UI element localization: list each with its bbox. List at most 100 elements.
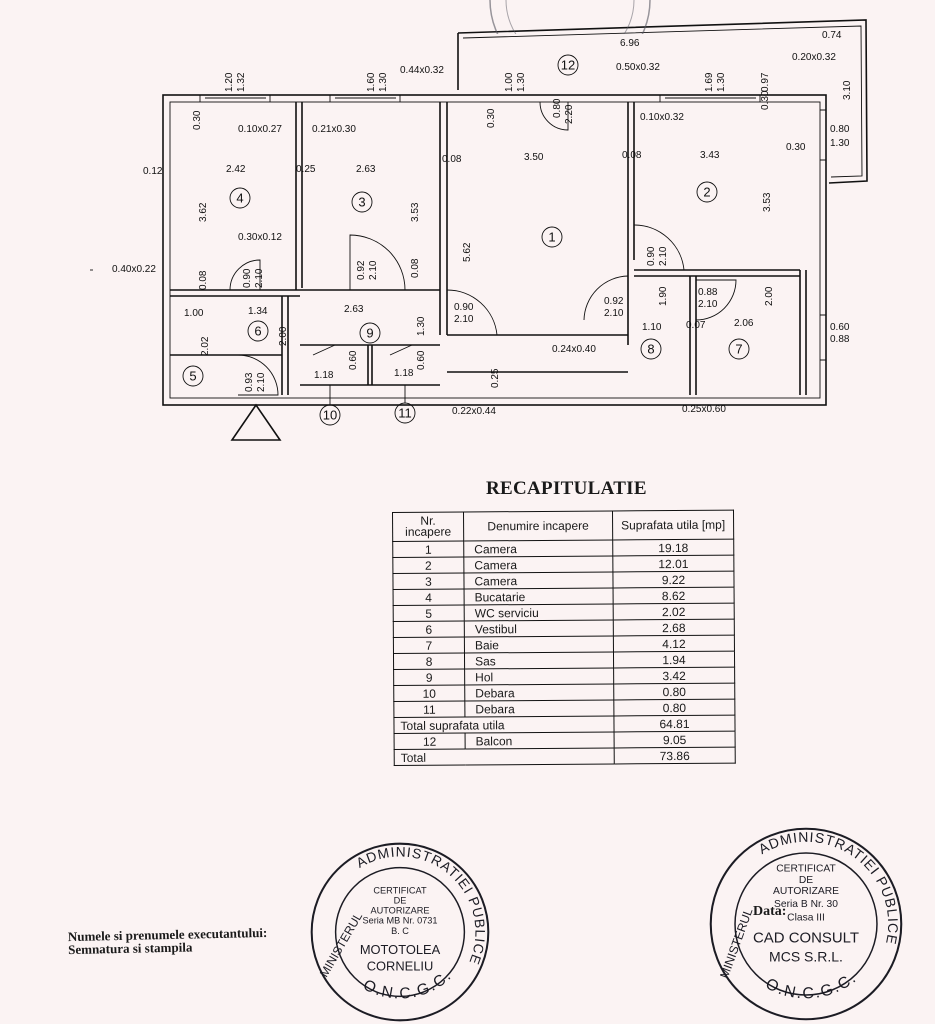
cell-name: Hol <box>464 667 614 685</box>
stamp-line: B. C <box>391 926 409 936</box>
header-room-number: Nr. incapere <box>392 512 464 542</box>
dim-label: 0.60 <box>830 322 850 333</box>
stamp-line: CAD CONSULT <box>753 930 859 947</box>
stamp-ring-text: O.N.C.G.C. <box>763 969 859 1002</box>
cell-area: 1.94 <box>613 651 735 668</box>
dim-label: 0.90 <box>646 246 657 266</box>
dim-label: 3.53 <box>410 202 421 222</box>
stamp-line: MCS S.R.L. <box>769 948 843 964</box>
stamp-line: CORNELIU <box>367 959 434 974</box>
dim-label: 1.32 <box>236 72 247 92</box>
stamp-line: MOTOTOLEA <box>360 942 441 957</box>
recap-table: Nr. incapere Denumire incapere Suprafata… <box>392 510 736 766</box>
signature-stamp-label: Semnatura si stampila <box>68 939 193 958</box>
dim-label: 0.97 <box>760 72 771 92</box>
right-authorization-stamp: ADMINISTRATIEI PUBLICE MINISTERUL O.N.C.… <box>709 827 903 1021</box>
dim-label: 1.18 <box>394 368 414 379</box>
floor-plan: 6.96 0.74 0.44x0.32 0.50x0.32 0.20x0.32 … <box>90 19 868 441</box>
dim-label: 1.00 <box>504 72 515 92</box>
header-area: Suprafata utila [mp] <box>612 510 734 540</box>
dim-label: 3.43 <box>700 150 720 161</box>
plan-dimensions: 6.96 0.74 0.44x0.32 0.50x0.32 0.20x0.32 … <box>112 30 853 417</box>
cell-nr: 5 <box>393 604 465 622</box>
total-useful-value: 64.81 <box>613 715 736 732</box>
cell-nr: 3 <box>392 572 465 590</box>
cell-nr: 11 <box>393 700 465 718</box>
stamp-line: CERTIFICAT <box>373 885 427 895</box>
dim-label: 1.69 <box>704 72 715 92</box>
dim-label: 0.10x0.27 <box>238 124 282 135</box>
dim-label: 0.25 <box>490 368 501 388</box>
svg-text:O.N.C.G.C.: O.N.C.G.C. <box>763 969 861 1002</box>
dim-label: 0.80 <box>552 98 563 118</box>
cell-nr: 2 <box>392 556 464 574</box>
cell-nr: 10 <box>393 684 465 702</box>
dim-label: 2.20 <box>564 104 575 124</box>
cell-area: 2.68 <box>613 619 735 636</box>
stamp-ring-text: MINISTERUL <box>317 910 365 980</box>
recap-title: RECAPITULATIE <box>486 478 647 499</box>
cell-nr: 12 <box>394 732 466 750</box>
dim-label: 0.25x0.60 <box>682 404 726 415</box>
room-number: 12 <box>561 58 575 73</box>
total-label: Total <box>394 747 615 766</box>
dim-label: 0.22x0.44 <box>452 406 496 417</box>
dim-label: 0.21x0.30 <box>312 124 356 135</box>
dim-label: 0.24x0.40 <box>552 344 596 355</box>
dim-label: 1.30 <box>716 72 727 92</box>
dim-label: 0.90 <box>454 302 474 313</box>
stamp-line: Clasa III <box>787 912 825 923</box>
dim-label: 1.10 <box>642 322 662 333</box>
room-number: 7 <box>735 342 742 357</box>
cell-nr: 6 <box>393 620 465 638</box>
dim-label: 0.74 <box>822 30 842 41</box>
cell-area: 9.05 <box>614 731 736 748</box>
cell-name: Camera <box>463 539 613 557</box>
dim-label: 2.10 <box>698 299 718 310</box>
room-number: 11 <box>398 406 412 421</box>
dim-label: 2.10 <box>368 260 379 280</box>
dim-label: 2.06 <box>734 318 754 329</box>
cell-nr: 4 <box>393 588 465 606</box>
dim-label: 2.10 <box>658 246 669 266</box>
dim-label: 0.90 <box>242 268 253 288</box>
dim-label: 0.08 <box>410 258 421 278</box>
stamp-line: AUTORIZARE <box>370 906 429 916</box>
header-room-name: Denumire incapere <box>463 510 613 542</box>
room-number: 4 <box>236 191 243 206</box>
dim-label: 0.93 <box>244 372 255 392</box>
dim-label: 1.30 <box>378 72 389 92</box>
dim-label: 3.50 <box>524 152 544 163</box>
dim-label: 1.60 <box>366 72 377 92</box>
stamp-line: Seria B Nr. 30 <box>774 899 838 910</box>
cell-area: 0.80 <box>613 683 735 700</box>
room-number: 1 <box>548 230 555 245</box>
svg-text:MINISTERUL: MINISTERUL <box>717 906 755 980</box>
room-marker <box>182 365 204 387</box>
room-marker <box>247 320 269 342</box>
room-marker <box>229 187 251 209</box>
room-number: 9 <box>366 326 373 341</box>
executant-signature-text: Numele si prenumele executantului: Semna… <box>68 925 268 958</box>
cell-name: Vestibul <box>464 619 614 637</box>
dim-label: 0.08 <box>198 270 209 290</box>
room-number: 8 <box>647 342 654 357</box>
cell-area: 3.42 <box>613 667 735 684</box>
room-marker <box>351 191 373 213</box>
stamp-line: DE <box>394 895 407 905</box>
cell-name: Camera <box>463 555 613 573</box>
cell-name: Debara <box>464 699 614 717</box>
top-partial-stamp <box>489 0 651 34</box>
cell-name: Sas <box>464 651 614 669</box>
room-marker <box>541 226 563 248</box>
dim-label: 2.42 <box>226 164 246 175</box>
left-authorization-stamp: ADMINISTRATIEI PUBLICE MINISTERUL O.N.C.… <box>310 842 490 1022</box>
cell-nr: 1 <box>392 541 464 558</box>
dim-label: 0.92 <box>356 260 367 280</box>
dim-label: 0.30 <box>192 110 203 130</box>
dim-label: 2.00 <box>278 326 289 346</box>
cell-name: Debara <box>464 683 614 701</box>
date-label: Data: <box>753 904 787 919</box>
dim-label: 0.20x0.32 <box>792 52 836 63</box>
room-marker <box>728 338 750 360</box>
